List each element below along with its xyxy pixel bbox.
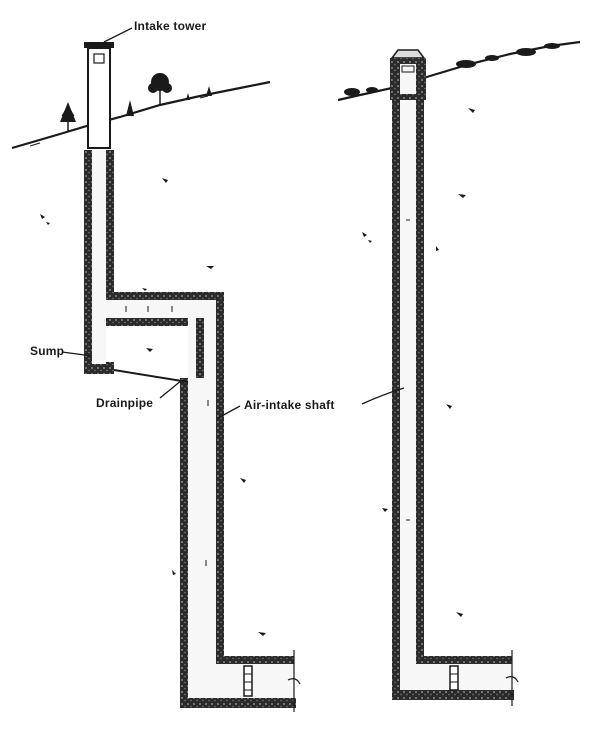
tree-icon [148, 73, 172, 104]
leader-drainpipe [159, 379, 183, 399]
intake-cap [390, 49, 426, 100]
leader-intake-tower [103, 27, 133, 43]
ground-surface-right [337, 40, 581, 102]
bottom-horizontal-tunnel-left [180, 650, 301, 712]
lower-air-intake-shaft [180, 292, 224, 708]
shrub-icon [126, 86, 212, 116]
ground-surface-left [11, 80, 271, 150]
upper-shaft [84, 150, 114, 372]
label-air-intake-shaft: Air-intake shaft [244, 398, 335, 412]
leader-air-intake-shaft [217, 405, 241, 419]
leader-sump [61, 351, 93, 357]
label-drainpipe: Drainpipe [96, 396, 154, 410]
sump [84, 350, 114, 374]
leader-air-intake-shaft-right [361, 387, 405, 405]
rock-specks-right [362, 108, 475, 617]
label-sump: Sump [30, 344, 65, 358]
left-diagram [11, 27, 301, 712]
rock-specks-left [40, 178, 266, 636]
tree-icon [60, 102, 76, 132]
label-intake-tower: Intake tower [134, 19, 207, 33]
drainpipe [113, 369, 189, 383]
shrub-icon [344, 43, 560, 96]
intake-tower [84, 42, 114, 149]
bottom-horizontal-tunnel-right [392, 650, 519, 706]
right-diagram [337, 40, 581, 706]
right-air-intake-shaft [392, 100, 424, 700]
